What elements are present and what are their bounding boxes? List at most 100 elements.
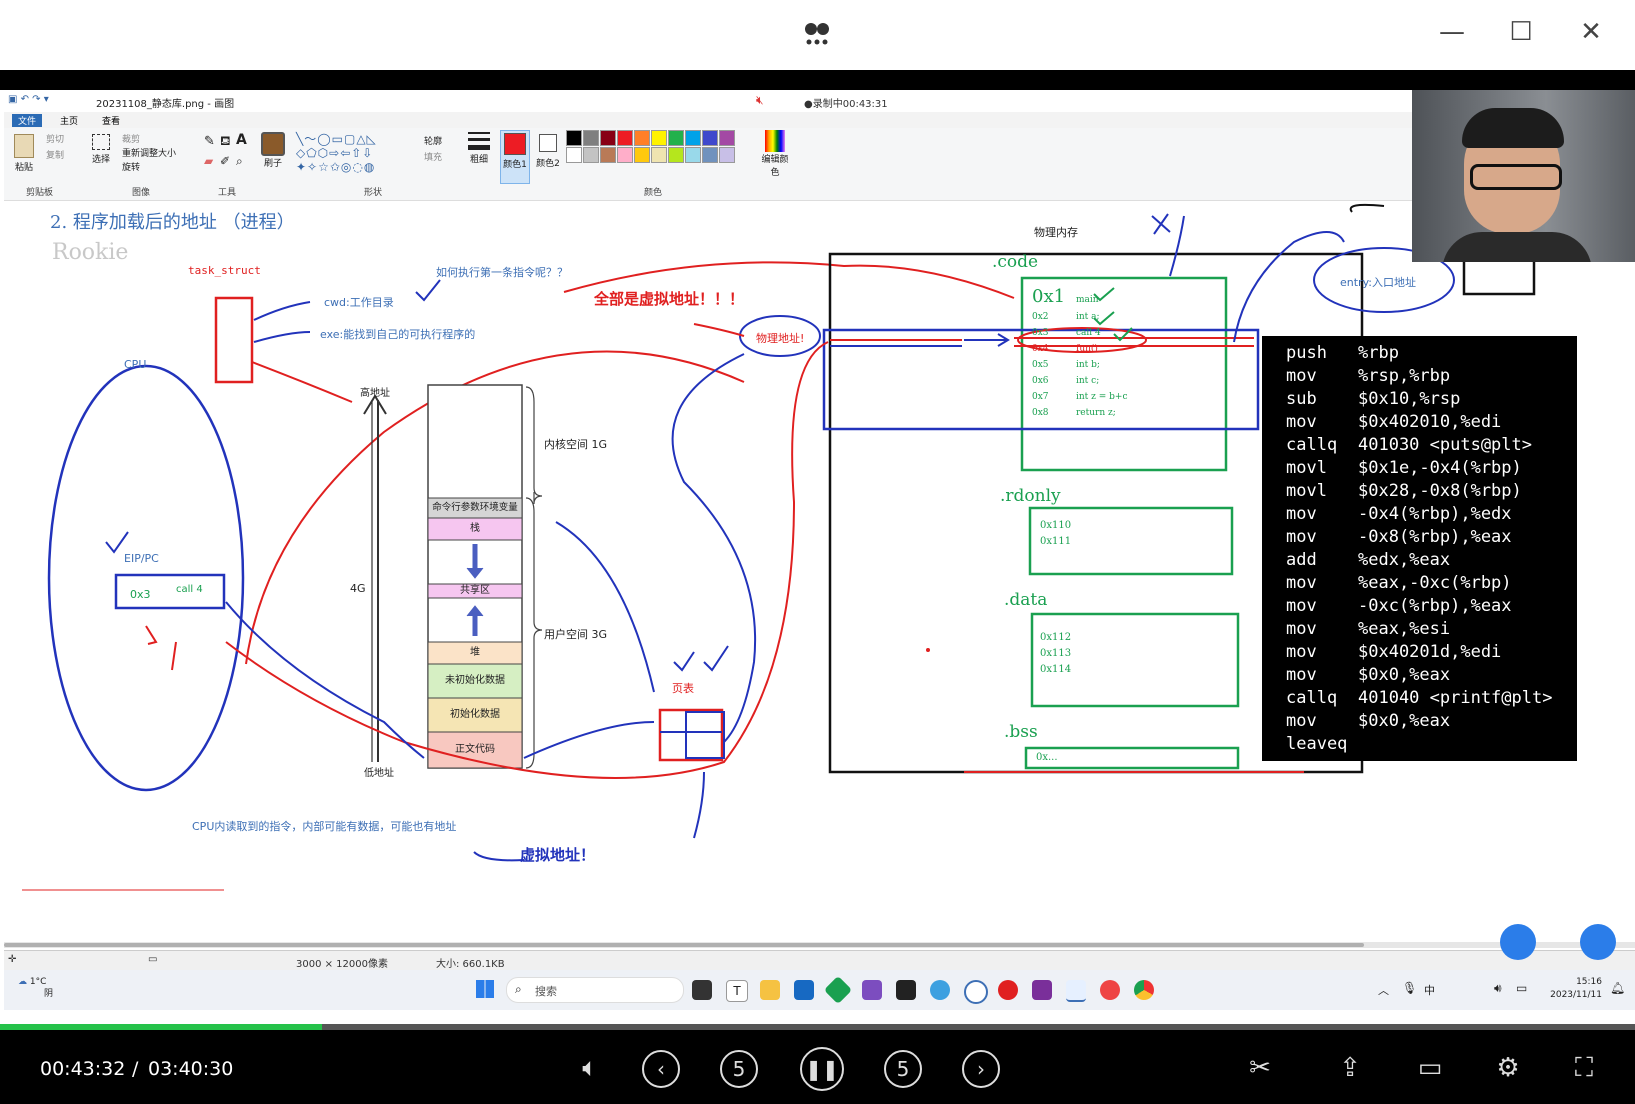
- cpu-ellipse: [47, 364, 245, 792]
- eraser-icon[interactable]: ▰: [204, 154, 214, 168]
- palette-swatch[interactable]: [719, 147, 735, 163]
- mic-icon[interactable]: 🎙︎: [1402, 981, 1418, 995]
- paint-quick-access-icon[interactable]: ▣ ↶ ↷ ▾: [8, 94, 49, 105]
- palette-swatch[interactable]: [566, 147, 582, 163]
- palette-swatch[interactable]: [617, 147, 633, 163]
- paste-button[interactable]: 粘贴: [10, 132, 38, 178]
- fill-button[interactable]: 填充: [424, 153, 443, 163]
- pencil-icon[interactable]: ✎: [204, 134, 215, 149]
- previous-icon[interactable]: ‹: [642, 1050, 680, 1088]
- palette-swatch[interactable]: [702, 130, 718, 146]
- netease-icon[interactable]: [998, 980, 1018, 1000]
- shapes-gallery[interactable]: ╲〜◯▭▢△◺◇⬠⬡⇨⇦⇧⇩✦✧☆✩◎◌◍: [296, 132, 377, 174]
- cut-button[interactable]: 剪切: [46, 135, 65, 145]
- app-green-icon[interactable]: [823, 975, 853, 1005]
- palette-swatch[interactable]: [685, 147, 701, 163]
- store-icon[interactable]: [794, 980, 814, 1000]
- canvas-hscrollbar[interactable]: [4, 942, 1635, 948]
- tray-chevron-icon[interactable]: ︿: [1378, 984, 1389, 997]
- skip-back-label: 5: [732, 1057, 746, 1081]
- edit-colors-button[interactable]: 编辑颜色: [760, 130, 790, 182]
- minimize-icon[interactable]: —: [1439, 17, 1465, 47]
- rdonly-addrs: 0x110 0x111: [1040, 518, 1071, 550]
- segment-args: 命令行参数环境变量: [432, 502, 518, 513]
- palette-swatch[interactable]: [583, 130, 599, 146]
- size-button[interactable]: 粗细: [466, 132, 492, 180]
- hscroll-thumb[interactable]: [4, 943, 1364, 947]
- palette-swatch[interactable]: [719, 130, 735, 146]
- progress-fill[interactable]: [0, 1024, 323, 1030]
- palette-swatch[interactable]: [685, 130, 701, 146]
- hand-tool-icon[interactable]: [1500, 924, 1536, 960]
- speaker-muted-icon[interactable]: 🔇︎: [756, 93, 764, 107]
- palette-swatch[interactable]: [583, 147, 599, 163]
- taskview-icon[interactable]: [692, 980, 712, 1000]
- resize-button[interactable]: 重新调整大小: [122, 149, 177, 159]
- maximize-icon[interactable]: ☐: [1509, 17, 1533, 47]
- start-icon[interactable]: [476, 980, 494, 998]
- app-red-icon[interactable]: [1100, 980, 1120, 1000]
- settings-gear-icon[interactable]: ⚙: [1496, 1053, 1520, 1083]
- select-button[interactable]: 选择: [90, 132, 112, 180]
- asm-operands: $0x40201d,%edi: [1358, 642, 1502, 662]
- pause-button[interactable]: ❚❚: [800, 1047, 844, 1091]
- color1-button[interactable]: 颜色1: [500, 130, 530, 184]
- picture-in-picture-icon[interactable]: ▭: [1417, 1053, 1443, 1083]
- progress-track[interactable]: [0, 1024, 1635, 1030]
- weather-widget[interactable]: ☁ 1°C 阴: [18, 976, 53, 1000]
- typora-icon[interactable]: T: [726, 980, 748, 1002]
- palette-swatch[interactable]: [651, 147, 667, 163]
- palette-swatch[interactable]: [600, 147, 616, 163]
- vs-icon[interactable]: [862, 980, 882, 1000]
- palette-swatch[interactable]: [668, 147, 684, 163]
- color-palette[interactable]: [566, 130, 746, 182]
- video-top-border: [0, 70, 1635, 90]
- menu-view[interactable]: 查看: [102, 117, 121, 127]
- app-dark-icon[interactable]: [896, 980, 916, 1000]
- brush-button[interactable]: 刷子: [260, 132, 286, 180]
- skip-forward-button[interactable]: 5: [884, 1050, 922, 1088]
- data-addr: 0x114: [1040, 664, 1072, 675]
- palette-swatch[interactable]: [668, 130, 684, 146]
- menu-home[interactable]: 主页: [60, 117, 79, 127]
- fill-bucket-icon[interactable]: ⛾: [220, 134, 231, 149]
- copy-button[interactable]: 复制: [46, 151, 65, 161]
- palette-swatch[interactable]: [566, 130, 582, 146]
- rotate-button[interactable]: 旋转: [122, 163, 141, 173]
- skip-back-button[interactable]: 5: [720, 1050, 758, 1088]
- outline-button[interactable]: 轮廓: [424, 137, 443, 147]
- menu-file[interactable]: 文件: [12, 114, 43, 127]
- paint-icon[interactable]: [1066, 980, 1086, 1002]
- ime-indicator[interactable]: 中: [1424, 984, 1435, 997]
- text-tool-icon[interactable]: A: [236, 132, 247, 148]
- image-dimensions: 3000 × 12000像素: [296, 959, 388, 970]
- palette-swatch[interactable]: [617, 130, 633, 146]
- taskbar-search[interactable]: ⌕ 搜索: [506, 977, 684, 1003]
- color2-button[interactable]: 颜色2: [534, 130, 562, 182]
- fullscreen-icon[interactable]: ⛶: [1574, 1053, 1594, 1083]
- chat-bubble-icon[interactable]: [1580, 924, 1616, 960]
- color-picker-icon[interactable]: ✐: [220, 154, 231, 168]
- onenote-icon[interactable]: [1032, 980, 1052, 1000]
- chrome-icon[interactable]: [1134, 980, 1154, 1000]
- app-blue-icon[interactable]: [930, 980, 950, 1000]
- palette-swatch[interactable]: [600, 130, 616, 146]
- battery-icon[interactable]: ▭: [1516, 981, 1528, 995]
- palette-swatch[interactable]: [634, 147, 650, 163]
- notification-bell-icon[interactable]: 🔔︎: [1610, 981, 1626, 995]
- volume-icon[interactable]: 🔊︎: [1494, 981, 1502, 995]
- share-icon[interactable]: ⇪: [1339, 1053, 1361, 1083]
- palette-swatch[interactable]: [651, 130, 667, 146]
- volume-icon[interactable]: 🔈︎: [582, 1053, 598, 1083]
- explorer-icon[interactable]: [760, 980, 780, 1000]
- brush-label: 刷子: [263, 159, 282, 169]
- magnifier-icon[interactable]: ⌕: [236, 154, 243, 168]
- app-circle-icon[interactable]: [964, 980, 988, 1004]
- crop-button[interactable]: 裁剪: [122, 135, 141, 145]
- palette-swatch[interactable]: [634, 130, 650, 146]
- palette-swatch[interactable]: [702, 147, 718, 163]
- next-icon[interactable]: ›: [962, 1050, 1000, 1088]
- clock[interactable]: 15:16 2023/11/11: [1544, 976, 1602, 1002]
- close-icon[interactable]: ✕: [1580, 17, 1602, 47]
- scissors-icon[interactable]: ✂: [1249, 1053, 1271, 1083]
